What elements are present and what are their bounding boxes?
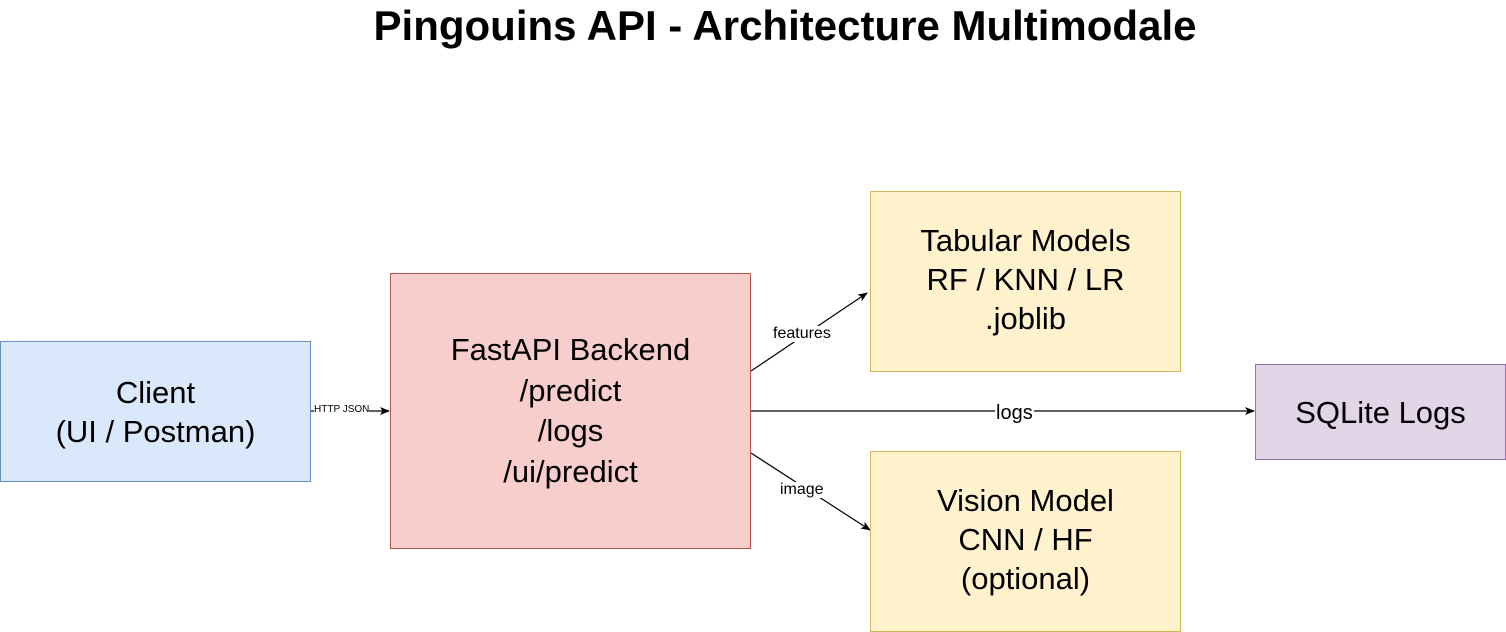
- backend-line-3: /logs: [537, 413, 604, 448]
- vision-line-3: (optional): [960, 561, 1091, 596]
- backend-line-1: FastAPI Backend: [450, 332, 691, 367]
- tabular-line-1: Tabular Models: [920, 223, 1131, 258]
- edge-label-image: image: [780, 481, 824, 498]
- tabular-line-3: .joblib: [985, 301, 1066, 336]
- backend-line-4: /ui/predict: [503, 453, 638, 489]
- vision-line-2: CNN / HF: [958, 522, 1093, 557]
- edge-label-http-json: HTTP JSON: [314, 404, 370, 415]
- edge-label-logs: logs: [995, 402, 1034, 424]
- client-line-1: Client: [115, 374, 196, 410]
- backend-line-2: /predict: [519, 372, 622, 408]
- client-line-2: (UI / Postman): [55, 413, 256, 449]
- fastapi-backend-node: FastAPI Backend /predict /logs /ui/predi…: [390, 273, 751, 549]
- edge-label-features: features: [773, 325, 831, 342]
- sqlite-line-1: SQLite Logs: [1295, 394, 1466, 430]
- vision-line-1: Vision Model: [937, 483, 1114, 518]
- tabular-models-node: Tabular Models RF / KNN / LR .joblib: [870, 191, 1181, 372]
- sqlite-logs-node: SQLite Logs: [1255, 364, 1506, 460]
- vision-model-node: Vision Model CNN / HF (optional): [870, 451, 1181, 632]
- client-node: Client (UI / Postman): [0, 341, 311, 482]
- diagram-title: Pingouins API - Architecture Multimodale: [373, 2, 1197, 49]
- tabular-line-2: RF / KNN / LR: [926, 262, 1125, 297]
